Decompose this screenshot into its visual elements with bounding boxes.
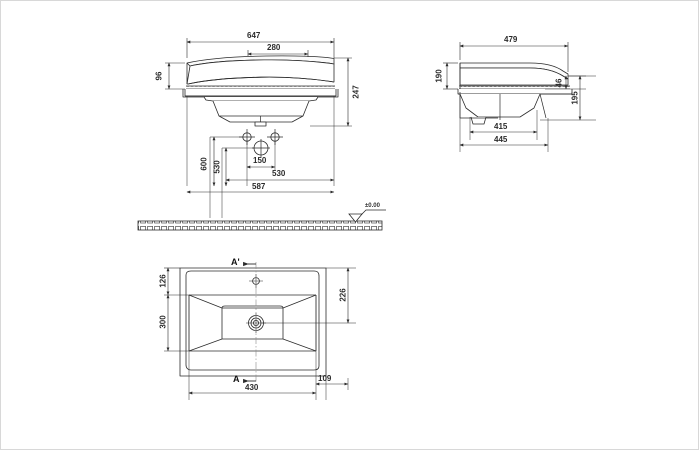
- dim-front-overall-width: 647: [247, 31, 261, 40]
- dim-plan-right-offset: 226: [338, 288, 348, 302]
- dim-side-lower-height: 195: [570, 91, 580, 105]
- dim-side-rim-thickness: 46: [554, 78, 564, 88]
- dim-plan-edge-offset: 109: [318, 374, 332, 383]
- dim-plan-bowl-width: 430: [245, 383, 259, 392]
- floor-band: [137, 220, 383, 231]
- section-mark-bottom-label: A: [233, 374, 240, 384]
- dim-front-mount-height: 600: [199, 157, 209, 171]
- plan-view-dimension-lines: [164, 267, 356, 400]
- dim-side-inner-depth: 415: [494, 122, 508, 131]
- front-elevation-dimension-lines: [165, 38, 352, 218]
- section-mark-top-label: A': [231, 257, 240, 267]
- floor-level-marker-label: ±0.00: [365, 203, 380, 209]
- dim-front-inner-width: 530: [272, 169, 286, 178]
- side-elevation-geometry: [457, 62, 573, 125]
- dim-side-outer-depth: 445: [494, 135, 508, 144]
- front-elevation-geometry: [182, 55, 339, 127]
- plan-view-section-marks: [243, 261, 256, 384]
- dim-front-tap-spacing: 280: [267, 43, 281, 52]
- side-elevation-dimension-lines: [443, 42, 596, 152]
- dim-side-overall-depth: 479: [504, 35, 518, 44]
- dim-front-rim-height: 96: [154, 71, 164, 81]
- dim-front-hole-spacing: 150: [253, 156, 267, 165]
- dim-front-hole-height: 530: [212, 160, 222, 174]
- dim-plan-bowl-depth: 300: [158, 315, 168, 329]
- dim-front-outer-width: 587: [252, 182, 266, 191]
- floor-level-marker-symbol: [348, 209, 386, 223]
- dim-side-height: 190: [434, 69, 444, 83]
- front-elevation-holes: [239, 129, 283, 157]
- dim-front-total-depth: 247: [351, 85, 361, 99]
- dim-plan-front-offset: 126: [158, 274, 168, 288]
- plan-view-geometry: [179, 267, 327, 377]
